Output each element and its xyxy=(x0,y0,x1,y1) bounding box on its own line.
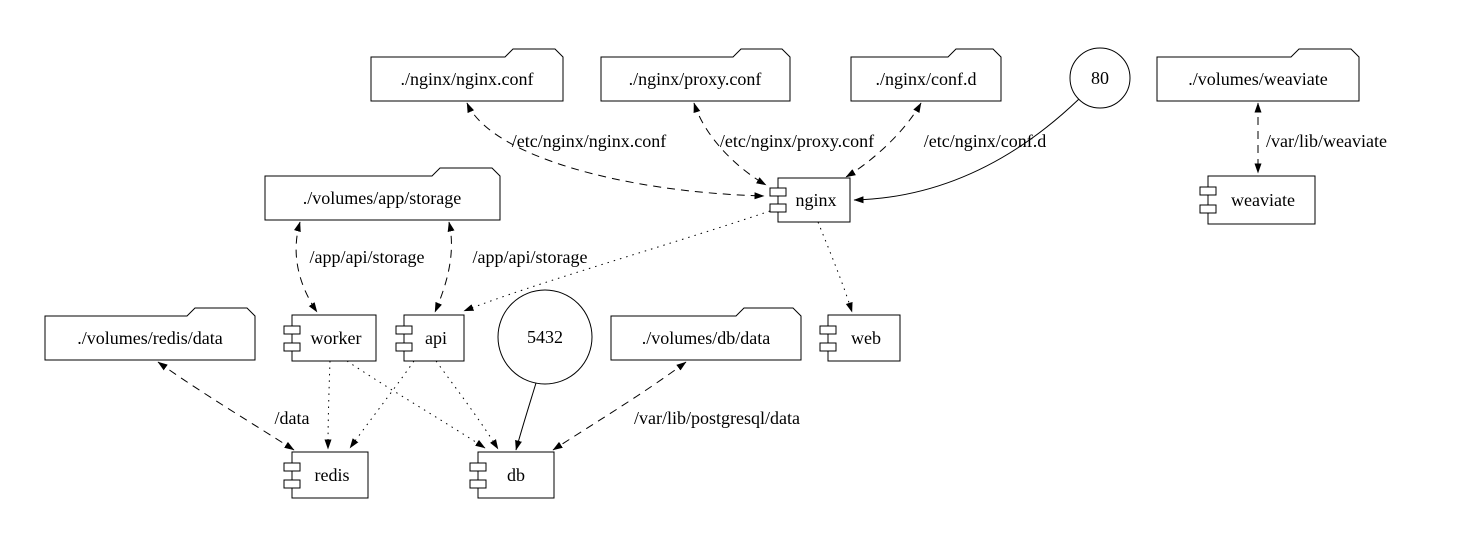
edge-label-db-mount: /var/lib/postgresql/data xyxy=(634,408,800,428)
node-label-redis: redis xyxy=(315,465,350,485)
node-label-conf-d-dir: ./nginx/conf.d xyxy=(876,69,977,89)
node-label-db-data-volume: ./volumes/db/data xyxy=(642,328,770,348)
node-label-worker: worker xyxy=(311,328,362,348)
node-folder-conf-d-dir: ./nginx/conf.d xyxy=(850,48,1002,102)
edge-label-conf-d-mount: /etc/nginx/conf.d xyxy=(924,131,1046,151)
node-service-web: web xyxy=(819,314,901,362)
node-service-db: db xyxy=(469,451,555,499)
edge-port-80-to-nginx xyxy=(853,98,1080,204)
node-label-db: db xyxy=(507,465,525,485)
node-folder-db-data-volume: ./volumes/db/data xyxy=(610,307,802,361)
node-service-api: api xyxy=(395,314,465,362)
node-label-nginx-conf-file: ./nginx/nginx.conf xyxy=(401,69,534,89)
node-label-port-5432: 5432 xyxy=(527,327,563,347)
edge-storage-to-worker xyxy=(293,221,318,313)
edge-port-5432-to-db xyxy=(515,382,537,451)
node-service-weaviate: weaviate xyxy=(1199,175,1316,225)
node-label-weaviate-volume: ./volumes/weaviate xyxy=(1188,69,1327,89)
node-label-api: api xyxy=(425,328,447,348)
edges-layer xyxy=(157,98,1262,451)
node-label-port-80: 80 xyxy=(1091,68,1109,88)
nodes-layer: ./nginx/nginx.conf ./nginx/proxy.conf ./… xyxy=(44,47,1360,499)
edge-label-weaviate-mount: /var/lib/weaviate xyxy=(1266,131,1387,151)
edge-api-to-db xyxy=(435,360,499,450)
node-label-redis-data-volume: ./volumes/redis/data xyxy=(77,328,222,348)
edge-nginx-to-api xyxy=(463,210,771,312)
node-label-web: web xyxy=(851,328,881,348)
node-folder-redis-data-volume: ./volumes/redis/data xyxy=(44,307,256,361)
node-label-nginx: nginx xyxy=(795,190,836,210)
edge-storage-to-api xyxy=(434,221,455,313)
edge-redis-data-to-redis xyxy=(157,361,295,451)
edge-proxy-conf-to-nginx xyxy=(693,102,767,186)
edge-label-nginx-conf-mount: /etc/nginx/nginx.conf xyxy=(512,131,666,151)
node-service-nginx: nginx xyxy=(769,177,851,223)
edge-labels-layer: /etc/nginx/nginx.conf /etc/nginx/proxy.c… xyxy=(275,131,1387,428)
edge-label-storage-worker-mount: /app/api/storage xyxy=(310,247,425,267)
node-service-redis: redis xyxy=(283,451,369,499)
node-label-weaviate: weaviate xyxy=(1231,190,1295,210)
edge-db-data-to-db xyxy=(552,361,687,451)
node-port-80: 80 xyxy=(1069,47,1131,109)
edge-label-proxy-conf-mount: /etc/nginx/proxy.conf xyxy=(720,131,874,151)
node-folder-nginx-conf-file: ./nginx/nginx.conf xyxy=(370,48,564,102)
edge-worker-to-redis xyxy=(324,360,332,450)
node-folder-weaviate-volume: ./volumes/weaviate xyxy=(1156,48,1360,102)
node-port-5432: 5432 xyxy=(497,289,593,385)
node-folder-app-storage-volume: ./volumes/app/storage xyxy=(264,167,501,221)
edge-worker-to-db xyxy=(346,360,486,449)
node-folder-proxy-conf-file: ./nginx/proxy.conf xyxy=(600,48,791,102)
edge-nginx-to-web xyxy=(817,221,853,313)
node-service-worker: worker xyxy=(283,314,377,362)
node-label-app-storage-volume: ./volumes/app/storage xyxy=(303,188,461,208)
edge-api-to-redis xyxy=(349,360,415,449)
edge-label-storage-api-mount: /app/api/storage xyxy=(473,247,588,267)
edge-conf-d-to-nginx xyxy=(845,102,922,178)
node-label-proxy-conf-file: ./nginx/proxy.conf xyxy=(629,69,762,89)
edge-label-redis-mount: /data xyxy=(275,408,310,428)
